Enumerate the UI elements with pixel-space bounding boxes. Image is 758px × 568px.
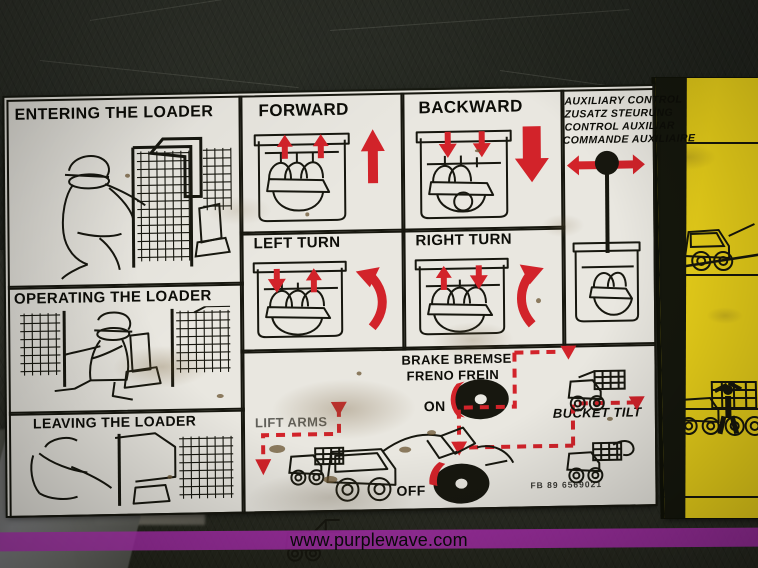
operator-instruction-decal: ENTERING THE LOADER — [4, 86, 695, 562]
entering-loader-pictogram — [61, 136, 232, 280]
leaving-loader-pictogram — [30, 432, 234, 506]
loader-central-pictogram — [326, 426, 515, 502]
right-turn-controls-pictogram — [414, 257, 544, 336]
panel-backward-label: BACKWARD — [418, 96, 523, 118]
red-arrow-down-left-lever — [267, 268, 286, 293]
person-crush-warning-icon — [675, 380, 758, 436]
red-arrow-down-right — [472, 131, 491, 158]
panel-entering-label: ENTERING THE LOADER — [14, 103, 214, 124]
joystick-shaft — [604, 172, 610, 253]
red-arrowhead-down — [560, 345, 577, 360]
loader-icon-tilt-forward — [566, 440, 635, 484]
left-turn-controls-pictogram — [252, 260, 387, 339]
red-arrow-down-direction — [514, 126, 549, 183]
red-curved-arrow-head — [355, 267, 380, 288]
red-arrowhead-down — [451, 441, 468, 456]
panel-leaving-label: LEAVING THE LOADER — [32, 412, 197, 432]
red-arrow-up-left — [276, 134, 293, 159]
auxiliary-label-de: ZUSATZ STEURUNG — [564, 106, 674, 121]
loader-tipping-warning-icon — [673, 223, 758, 272]
yellow-warning-decal — [655, 78, 758, 518]
red-arrow-up-right — [312, 134, 329, 159]
red-arrow-up-left-lever — [435, 265, 452, 290]
brake-off-icon — [429, 462, 490, 504]
loader-icon-tilt-back — [567, 369, 626, 412]
red-arrow-up-right-lever — [305, 268, 322, 293]
auxiliary-label-fr: COMMANDE AUXILIAIRE — [562, 132, 696, 147]
auxiliary-joystick-pictogram — [566, 150, 645, 323]
red-arrow-down-right-lever — [469, 265, 488, 290]
forward-controls-pictogram — [253, 129, 385, 223]
backward-controls-pictogram — [415, 126, 549, 220]
panel-forward-label: FORWARD — [258, 99, 349, 121]
red-arrow-down-left — [438, 131, 457, 158]
panel-operating-label: OPERATING THE LOADER — [13, 287, 212, 308]
auxiliary-label-en: AUXILIARY CONTROL — [564, 93, 683, 108]
red-arrowhead-down — [330, 401, 347, 416]
hydraulic-routing-diagram — [255, 345, 645, 476]
red-curved-arrow-head — [519, 264, 544, 285]
red-arrow-right — [614, 154, 645, 175]
joystick-knob — [594, 150, 619, 175]
red-arrow-up-direction — [360, 129, 385, 184]
red-arrowhead-down — [628, 396, 645, 411]
watermark-url: www.purplewave.com — [290, 530, 468, 550]
panel-left-turn-label: LEFT TURN — [253, 233, 341, 253]
red-arrow-left — [566, 155, 597, 176]
panel-right-turn-label: RIGHT TURN — [415, 230, 513, 250]
operating-loader-pictogram — [20, 305, 231, 401]
auxiliary-label-es: CONTROL AUXILIAR — [564, 119, 675, 134]
red-arrowhead-down — [255, 459, 272, 476]
